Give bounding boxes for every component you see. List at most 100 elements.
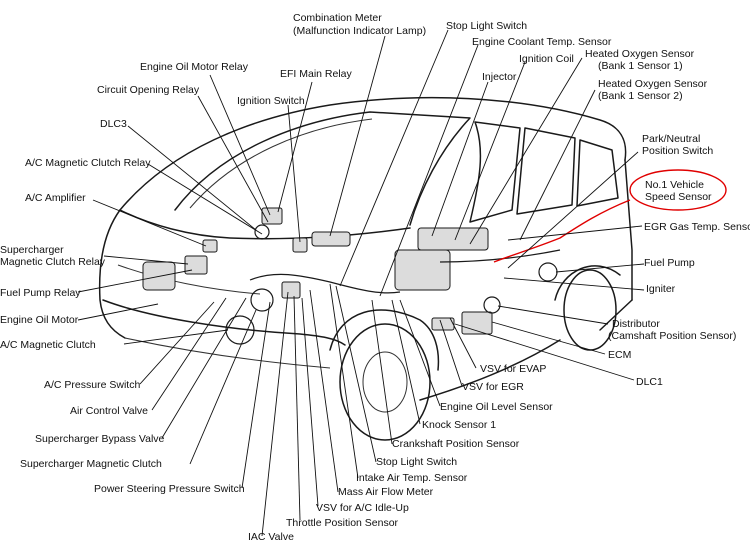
meter-cluster bbox=[311, 231, 351, 247]
windshield bbox=[174, 111, 471, 226]
ac-amplifier-box bbox=[202, 239, 218, 253]
label-distributor-sub: (Camshaft Position Sensor) bbox=[608, 330, 736, 342]
label-crankshaft-position-sensor: Crankshaft Position Sensor bbox=[392, 438, 520, 450]
vehicle-speed-sensor-highlight bbox=[493, 169, 727, 263]
rear-outline bbox=[624, 159, 633, 301]
leader-dlc3 bbox=[127, 125, 257, 231]
dlc3-connector bbox=[254, 224, 270, 240]
leader-supercharger-clutch bbox=[189, 309, 257, 465]
label-park-neutral: Park/Neutral bbox=[642, 133, 700, 145]
label-ecm: ECM bbox=[608, 349, 631, 361]
cylinder-head bbox=[417, 227, 489, 251]
label-egr-gas-temp-sensor: EGR Gas Temp. Sensor bbox=[644, 221, 750, 233]
leader-vsv-egr bbox=[439, 319, 463, 387]
side-window-rear bbox=[576, 139, 619, 207]
leader-injector bbox=[431, 81, 489, 237]
leader-fuel-pump bbox=[555, 263, 645, 273]
side-window-middle bbox=[516, 127, 576, 215]
label-circuit-opening-relay: Circuit Opening Relay bbox=[97, 84, 200, 96]
label-supercharger-magnetic-clutch: Supercharger Magnetic Clutch bbox=[20, 458, 162, 470]
leader-intake-air-temp bbox=[329, 283, 359, 479]
label-efi-main-relay: EFI Main Relay bbox=[280, 68, 353, 80]
label-igniter: Igniter bbox=[646, 283, 676, 295]
intake-pipe bbox=[249, 273, 401, 294]
leader-engine-oil-motor-relay bbox=[209, 74, 271, 216]
label-injector: Injector bbox=[482, 71, 517, 83]
label-dlc1: DLC1 bbox=[636, 376, 663, 388]
label-vsv-evap: VSV for EVAP bbox=[480, 363, 546, 375]
label-heated-o2-s1-sub: (Bank 1 Sensor 1) bbox=[598, 60, 683, 72]
leader-coolant-sensor bbox=[379, 44, 479, 297]
engine-block bbox=[394, 249, 451, 291]
label-power-steering-pressure-switch: Power Steering Pressure Switch bbox=[94, 483, 245, 495]
label-mass-air-flow-meter: Mass Air Flow Meter bbox=[338, 486, 434, 498]
leader-dlc1 bbox=[454, 323, 635, 381]
exhaust-pipe bbox=[439, 249, 561, 263]
leader-combination-meter bbox=[329, 35, 386, 237]
leader-igniter bbox=[503, 277, 645, 291]
leader-ignition-switch bbox=[287, 104, 301, 243]
label-supercharger-clutch-relay-sub: Magnetic Clutch Relay bbox=[0, 256, 106, 268]
leader-engine-oil-motor bbox=[77, 303, 159, 321]
leader-crankshaft bbox=[371, 299, 393, 445]
leader-vsv-evap bbox=[449, 317, 477, 369]
leader-engine-oil-level bbox=[399, 299, 441, 407]
roof-outline bbox=[119, 96, 627, 211]
leader-efi-main-relay bbox=[277, 81, 313, 213]
leader-ignition-coil bbox=[454, 61, 526, 241]
label-ac-magnetic-clutch-relay: A/C Magnetic Clutch Relay bbox=[25, 157, 151, 169]
label-engine-oil-motor-relay: Engine Oil Motor Relay bbox=[140, 61, 249, 73]
label-dlc3: DLC3 bbox=[100, 118, 127, 130]
van-body bbox=[98, 96, 633, 441]
leader-supercharger-bypass bbox=[161, 297, 247, 439]
label-heated-o2-s2: Heated Oxygen Sensor bbox=[598, 78, 708, 90]
label-fuel-pump: Fuel Pump bbox=[644, 257, 695, 269]
leader-supercharger-relay bbox=[103, 255, 189, 265]
relay-block bbox=[184, 255, 208, 275]
label-iac-valve: IAC Valve bbox=[248, 531, 294, 543]
leader-mass-air-flow bbox=[309, 289, 339, 493]
leader-knock-sensor bbox=[391, 299, 421, 425]
rear-wheel-arch bbox=[554, 265, 621, 301]
label-ignition-coil: Ignition Coil bbox=[519, 53, 574, 65]
label-vehicle-speed-sensor: No.1 Vehicle bbox=[645, 179, 704, 191]
label-ac-amplifier: A/C Amplifier bbox=[25, 192, 86, 204]
label-park-neutral-sub: Position Switch bbox=[642, 145, 713, 157]
label-engine-oil-motor: Engine Oil Motor bbox=[0, 314, 79, 326]
label-distributor: Distributor bbox=[612, 318, 660, 330]
leader-ac-clutch-relay bbox=[147, 163, 263, 235]
leader-ac-pressure-switch bbox=[139, 301, 215, 385]
label-heated-o2-s1: Heated Oxygen Sensor bbox=[585, 48, 695, 60]
supercharger bbox=[250, 288, 274, 312]
leader-air-control-valve bbox=[151, 297, 227, 411]
leader-stop-light-top bbox=[339, 29, 449, 287]
label-vehicle-speed-sensor-sub: Speed Sensor bbox=[645, 191, 712, 203]
label-vsv-ac-idle-up: VSV for A/C Idle-Up bbox=[316, 502, 409, 514]
bumper-lower bbox=[124, 337, 331, 369]
label-combination-meter-sub: (Malfunction Indicator Lamp) bbox=[293, 25, 426, 37]
leader-fuel-pump-relay bbox=[77, 269, 193, 293]
label-stop-light-switch-bottom: Stop Light Switch bbox=[376, 456, 457, 468]
label-ignition-switch: Ignition Switch bbox=[237, 95, 305, 107]
leader-heated-o2-s1 bbox=[469, 57, 583, 245]
leader-ac-amplifier bbox=[92, 199, 207, 247]
leader-ac-magnetic-clutch bbox=[123, 329, 229, 345]
label-ac-pressure-switch: A/C Pressure Switch bbox=[44, 379, 140, 391]
rocker-panel bbox=[419, 339, 561, 401]
component-labels: Combination Meter (Malfunction Indicator… bbox=[0, 12, 750, 543]
front-wheel bbox=[339, 323, 431, 441]
label-intake-air-temp-sensor: Intake Air Temp. Sensor bbox=[356, 472, 468, 484]
fuel-pump-unit bbox=[538, 262, 558, 282]
leader-heated-o2-s2 bbox=[519, 89, 596, 241]
label-supercharger-clutch-relay: Supercharger bbox=[0, 244, 64, 256]
windshield-inner bbox=[189, 118, 373, 209]
leader-iac-valve bbox=[261, 291, 289, 537]
side-window-front bbox=[469, 121, 521, 223]
leader-stop-light-bottom bbox=[335, 285, 377, 463]
label-throttle-position-sensor: Throttle Position Sensor bbox=[286, 517, 399, 529]
leader-lines bbox=[77, 29, 645, 537]
label-fuel-pump-relay: Fuel Pump Relay bbox=[0, 287, 81, 299]
label-vsv-egr: VSV for EGR bbox=[462, 381, 524, 393]
